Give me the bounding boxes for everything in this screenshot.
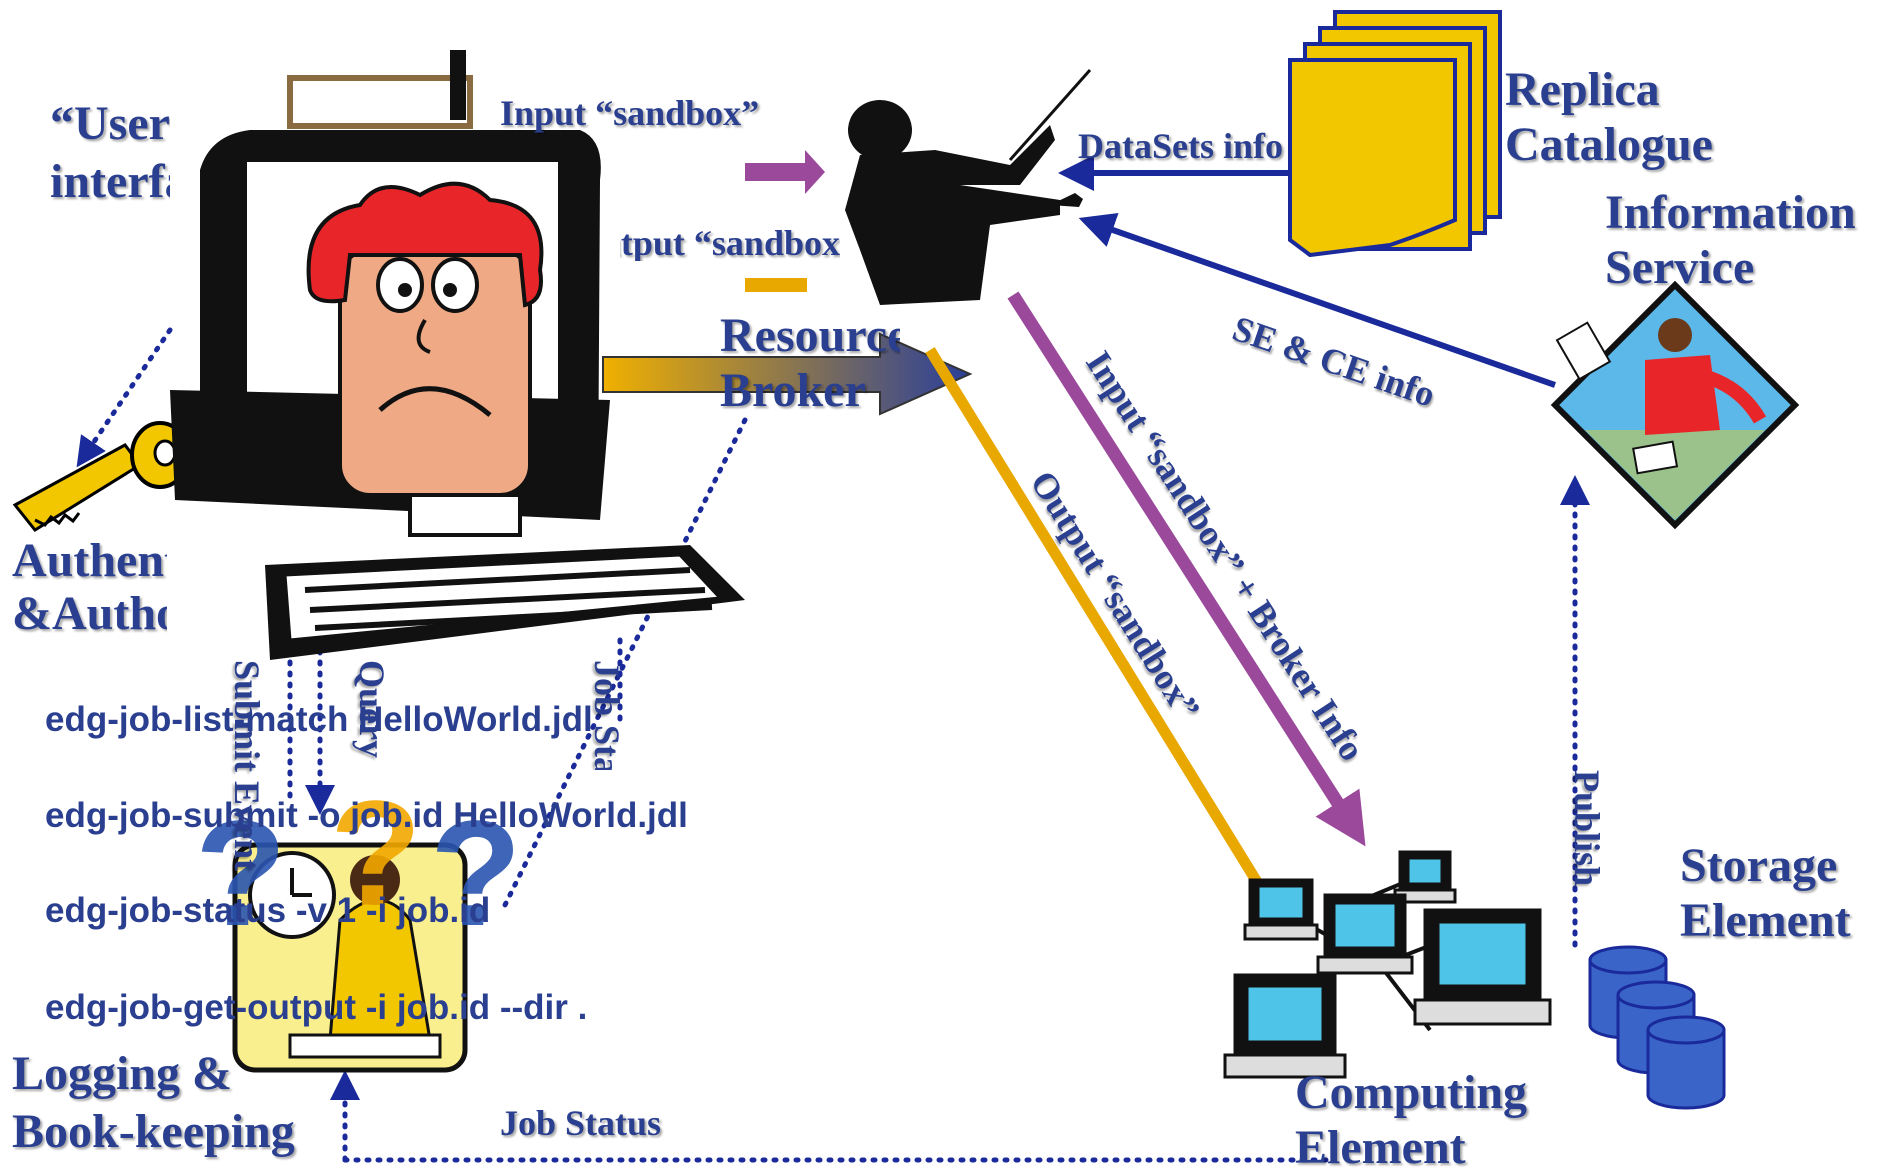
- svg-text:?: ?: [430, 789, 522, 957]
- command-list-match: edg-job-list-match HelloWorld.jdl: [45, 700, 593, 739]
- authentication-label: Authentication &Authorization: [12, 535, 167, 640]
- datasets-info-label: DataSets info: [1078, 126, 1283, 166]
- command-submit: edg-job-submit -o job.id HelloWorld.jdl: [45, 796, 688, 835]
- storage-element-label: Storage Element: [1680, 839, 1851, 948]
- user-interface-label: “User interface”: [50, 97, 170, 208]
- svg-text:?: ?: [195, 789, 287, 957]
- command-status: edg-job-status -v 1 -i job.id: [45, 891, 491, 930]
- job-status-label: Job Status: [500, 1103, 662, 1143]
- key-icon: [12, 421, 190, 532]
- replica-catalogue-label: Replica Catalogue: [1505, 63, 1713, 172]
- network-computers-icon: [1223, 850, 1552, 1079]
- job-submission-arrow: [602, 332, 973, 416]
- logging-label: Logging & Book-keeping: [12, 1047, 295, 1158]
- computer-user-icon: [170, 50, 745, 660]
- output-sandbox-top-label: Output “sandbox”: [620, 225, 840, 261]
- publish-label: Publish: [1567, 770, 1607, 887]
- output-sandbox-line: [925, 347, 1270, 898]
- command-get-output: edg-job-get-output -i job.id --dir .: [45, 988, 588, 1027]
- output-sandbox-bar: [745, 278, 807, 292]
- database-icon: [1588, 945, 1726, 1110]
- resource-broker-label: Resource Broker: [720, 309, 900, 418]
- submit-event-label: Submit Event: [227, 660, 267, 872]
- clock-reader-icon: ? ? ?: [195, 769, 522, 1073]
- computing-element-label: Computing Element: [1295, 1066, 1528, 1175]
- documents-icon: [1288, 10, 1502, 258]
- input-sandbox-arrow: [745, 150, 825, 194]
- input-sandbox-label: Input “sandbox”: [500, 93, 760, 133]
- conductor-icon: [845, 69, 1092, 305]
- office-worker-icon: [1550, 280, 1800, 530]
- input-sandbox-broker-arrow: [1007, 291, 1366, 847]
- se-ce-info-arrow: [1078, 212, 1556, 388]
- dotted-connectors: [76, 327, 1590, 1163]
- svg-text:?: ?: [330, 769, 422, 937]
- information-service-label: Information Service: [1605, 186, 1856, 295]
